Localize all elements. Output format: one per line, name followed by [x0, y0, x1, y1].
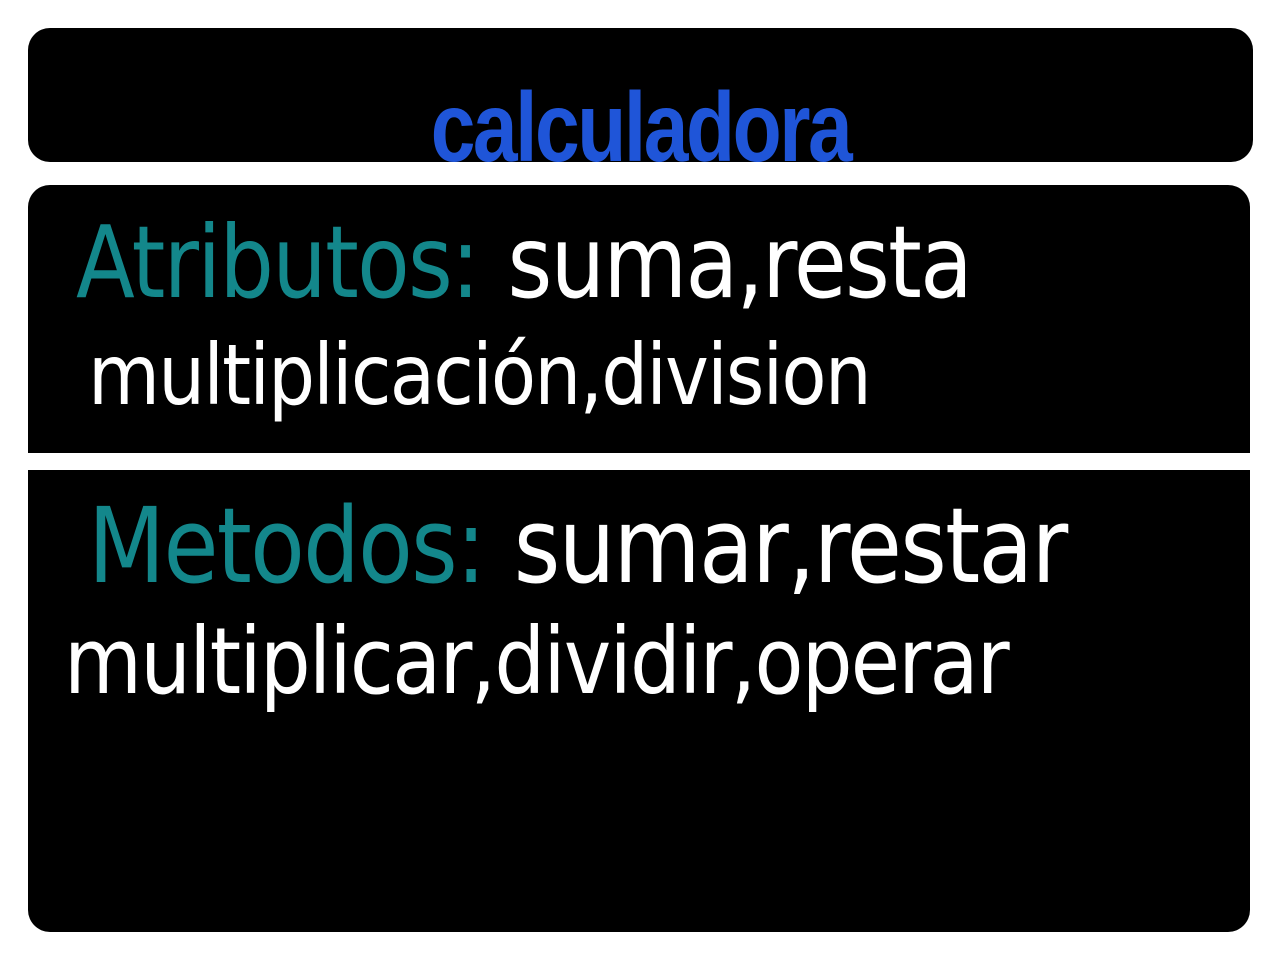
attributes-label: Atributos:	[76, 204, 480, 321]
methods-first-line: Metodos:sumar,restar	[88, 494, 1068, 598]
methods-values-line-1: sumar,restar	[513, 485, 1069, 607]
class-name-title: calculadora	[430, 72, 853, 182]
attributes-values-line-1: suma,resta	[507, 204, 973, 321]
methods-values-line-2: multiplicar,dividir,operar	[64, 608, 1010, 715]
class-name-box: calculadora	[28, 28, 1253, 176]
methods-box: Metodos:sumar,restar multiplicar,dividir…	[28, 470, 1250, 932]
attributes-first-line: Atributos:suma,resta	[76, 213, 973, 313]
methods-label: Metodos:	[88, 485, 486, 607]
attributes-box: Atributos:suma,resta multiplicación,divi…	[28, 185, 1250, 453]
attributes-values-line-2: multiplicación,division	[88, 326, 872, 424]
